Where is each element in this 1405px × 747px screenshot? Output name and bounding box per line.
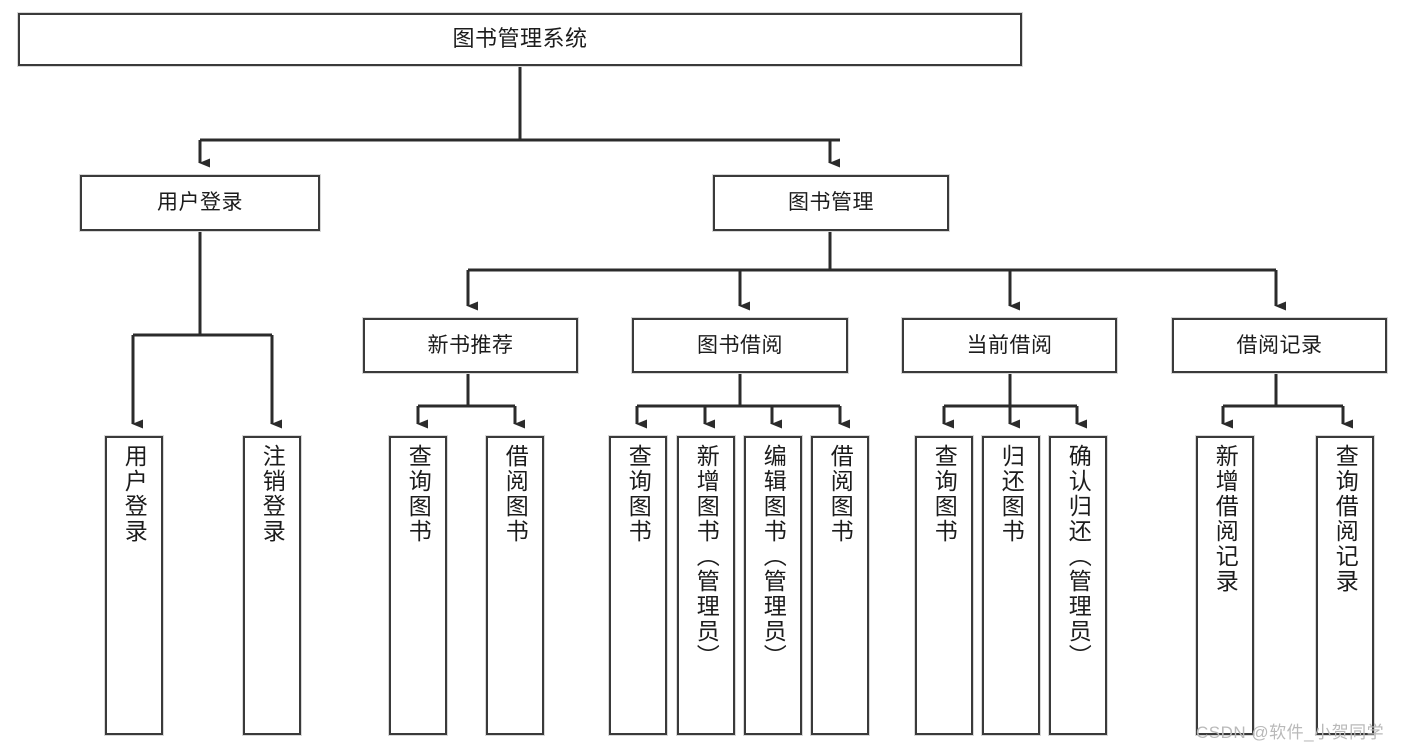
- leaf-node-label: 借阅图书: [827, 444, 854, 544]
- level1-node-1[interactable]: 图书管理: [713, 175, 949, 231]
- level2-node-1[interactable]: 图书借阅: [632, 318, 848, 373]
- leaf-node-1[interactable]: 注销登录: [243, 436, 301, 735]
- leaf-node-label: 查询图书: [625, 444, 652, 544]
- leaf-node-8[interactable]: 查询图书: [915, 436, 973, 735]
- leaf-node-label: 用户登录: [121, 444, 148, 544]
- leaf-node-12[interactable]: 查询借阅记录: [1316, 436, 1374, 735]
- level2-node-3[interactable]: 借阅记录: [1172, 318, 1387, 373]
- leaf-node-label: 归还图书: [998, 444, 1025, 544]
- leaf-node-label: 查询借阅记录: [1332, 444, 1359, 594]
- level1-node-0[interactable]: 用户登录: [80, 175, 320, 231]
- leaf-node-2[interactable]: 查询图书: [389, 436, 447, 735]
- leaf-node-6[interactable]: 编辑图书（管理员）: [744, 436, 802, 735]
- leaf-node-9[interactable]: 归还图书: [982, 436, 1040, 735]
- leaf-node-10[interactable]: 确认归还（管理员）: [1049, 436, 1107, 735]
- leaf-node-3[interactable]: 借阅图书: [486, 436, 544, 735]
- leaf-node-5[interactable]: 新增图书（管理员）: [677, 436, 735, 735]
- leaf-node-label: 查询图书: [931, 444, 958, 544]
- leaf-node-4[interactable]: 查询图书: [609, 436, 667, 735]
- level2-node-0[interactable]: 新书推荐: [363, 318, 578, 373]
- leaf-node-label: 新增图书（管理员）: [693, 444, 720, 669]
- leaf-node-label: 查询图书: [405, 444, 432, 544]
- leaf-node-label: 编辑图书（管理员）: [760, 444, 787, 669]
- leaf-node-7[interactable]: 借阅图书: [811, 436, 869, 735]
- root-node-book-management-system[interactable]: 图书管理系统: [18, 13, 1022, 66]
- leaf-node-11[interactable]: 新增借阅记录: [1196, 436, 1254, 735]
- level2-node-2[interactable]: 当前借阅: [902, 318, 1117, 373]
- leaf-node-label: 新增借阅记录: [1212, 444, 1239, 594]
- csdn-watermark: CSDN @软件_小贺同学: [1196, 723, 1385, 742]
- leaf-node-label: 借阅图书: [502, 444, 529, 544]
- leaf-node-0[interactable]: 用户登录: [105, 436, 163, 735]
- leaf-node-label: 确认归还（管理员）: [1065, 444, 1092, 669]
- leaf-node-label: 注销登录: [259, 444, 286, 544]
